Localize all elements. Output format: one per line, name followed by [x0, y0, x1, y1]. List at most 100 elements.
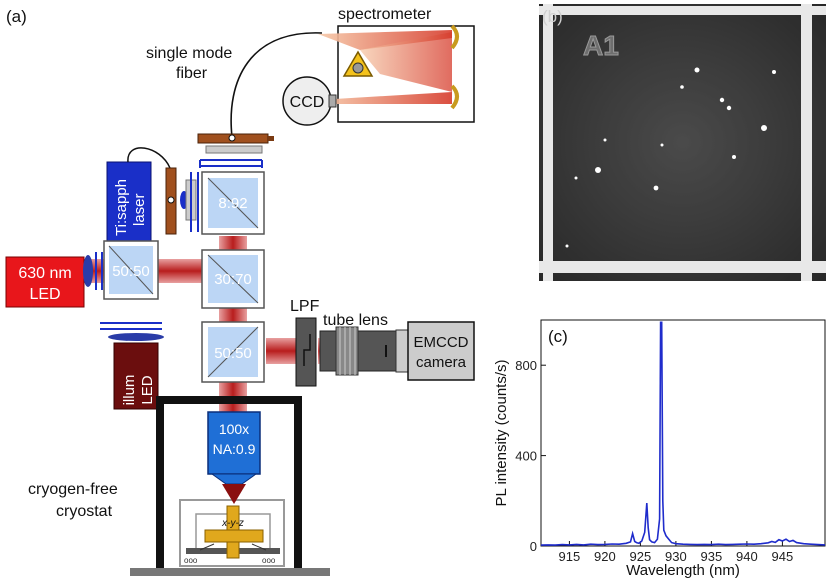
bs-left-label: 50:50: [112, 263, 150, 280]
emitter-dot: [732, 155, 736, 159]
ccd-window: [328, 94, 337, 108]
beam-left-to-mid: [156, 259, 204, 283]
emitter-dot: [726, 105, 732, 111]
illum-lens-icon: [108, 333, 164, 341]
tube-lens-label: tube lens: [323, 312, 388, 329]
emitter-dot: [694, 67, 700, 73]
ccd-detector: CCD: [282, 76, 337, 126]
panel-b-label: (b): [542, 7, 563, 26]
grid-bar-top: [539, 6, 826, 15]
grid-bar-bottom: [539, 261, 826, 273]
spectrometer-label: spectrometer: [338, 6, 432, 23]
led630-label-line1: 630 nm: [18, 265, 71, 282]
cryostat-coil-left-icon: ooo: [184, 556, 198, 565]
led630-body: [5, 256, 85, 308]
led630-lens-icon: [83, 255, 93, 287]
objective-body: [207, 411, 261, 475]
emccd-label-line1: EMCCD: [414, 334, 469, 351]
emitter-dot: [595, 167, 601, 173]
bs-top-label: 8:92: [218, 195, 247, 212]
tube-lens: tube lens: [319, 312, 409, 376]
objective-label-line1: 100x: [219, 421, 249, 437]
objective: 100x NA:0.9: [207, 411, 261, 504]
objective-label-line2: NA:0.9: [213, 441, 256, 457]
objective-tip: [210, 473, 258, 485]
emccd-label-line2: camera: [416, 354, 467, 371]
fiber-coupler: [197, 133, 274, 168]
cryostat-walls: [156, 396, 302, 568]
lpf-body: [295, 317, 317, 387]
fiber-label-line1: single mode: [146, 45, 232, 62]
cryostat-base: [130, 568, 330, 576]
camera-image: [539, 4, 826, 281]
grid-marker-a1: A1: [583, 30, 619, 61]
laser-label-line1: Ti:sapph: [113, 179, 130, 236]
y-axis-label: PL intensity (counts/s): [493, 359, 510, 506]
panel-c-label: (c): [548, 327, 568, 346]
grid-bar-right: [801, 4, 812, 281]
bs-mid-30-70: 30:70: [201, 249, 265, 309]
laser-body: [106, 161, 152, 243]
fiber-coupler-port-icon: [228, 134, 236, 142]
spectrum-series-line: [540, 321, 826, 546]
emitter-dot: [772, 70, 776, 74]
bs-bottom-label: 50:50: [214, 345, 252, 362]
x-tick-label: 915: [559, 549, 581, 564]
spectrometer-beam-lower: [318, 92, 452, 104]
laser-fiber: [127, 147, 171, 169]
mirror-upper-icon: [450, 24, 459, 50]
x-tick-label: 920: [594, 549, 616, 564]
mirror-lower-icon: [450, 84, 459, 110]
x-tick-label: 945: [772, 549, 794, 564]
emitter-dot: [660, 143, 664, 147]
tisapph-laser: Ti:sapph laser: [106, 147, 199, 243]
ccd-label: CCD: [290, 94, 325, 111]
illum-body: [113, 342, 159, 410]
bs-top-8-92: 8:92: [201, 171, 265, 235]
y-tick-label: 400: [515, 449, 537, 464]
x-tick-label: 935: [701, 549, 723, 564]
spectrometer: spectrometer: [318, 6, 475, 123]
illum-label-line1: illum: [121, 375, 138, 406]
grating-center-icon: [352, 62, 364, 74]
emitter-dot: [761, 125, 767, 131]
cryostat-coil-right-icon: ooo: [262, 556, 276, 565]
cryostat-label-line1: cryogen-free: [28, 481, 118, 498]
quantum-dot-emitters: [565, 67, 776, 248]
spectrometer-beam-upper: [318, 30, 452, 50]
y-axis-ticks: 0 400 800: [515, 358, 546, 554]
cryostat-label-line2: cryostat: [56, 503, 113, 520]
plot-area: [540, 319, 826, 547]
stage-label: x-y-z: [221, 518, 244, 529]
emitter-dot: [574, 176, 578, 180]
cryostat: cryogen-free cryostat ooo ooo x-y-z: [28, 396, 330, 576]
emccd-camera: EMCCD camera: [395, 321, 475, 381]
emitter-dot: [565, 244, 569, 248]
emitter-dot: [653, 185, 659, 191]
lpf-label: LPF: [290, 298, 320, 315]
y-tick-label: 800: [515, 358, 537, 373]
laser-label-line2: laser: [131, 193, 148, 226]
long-pass-filter: LPF: [290, 298, 320, 387]
bs-bottom-50-50: 50:50: [201, 321, 265, 383]
led-630nm: 630 nm LED: [5, 252, 103, 308]
x-tick-label: 925: [630, 549, 652, 564]
panel-a-setup: (a) spectrometer CCD single mode fiber: [5, 6, 475, 576]
bs-left-50-50: 50:50: [103, 240, 159, 300]
fiber-label-line2: fiber: [176, 65, 208, 82]
bs-mid-label: 30:70: [214, 271, 252, 288]
emitter-dot: [603, 138, 607, 142]
emccd-body: [407, 321, 475, 381]
emitter-dot: [719, 97, 725, 103]
focused-beam: [222, 484, 246, 504]
emitter-dot: [680, 85, 684, 89]
x-tick-label: 930: [665, 549, 687, 564]
illum-led: illum LED: [100, 322, 164, 410]
spectrometer-beam-diag: [360, 32, 452, 92]
y-tick-label: 0: [530, 539, 537, 554]
illum-label-line2: LED: [139, 375, 156, 404]
beam-to-camera: [266, 338, 296, 364]
